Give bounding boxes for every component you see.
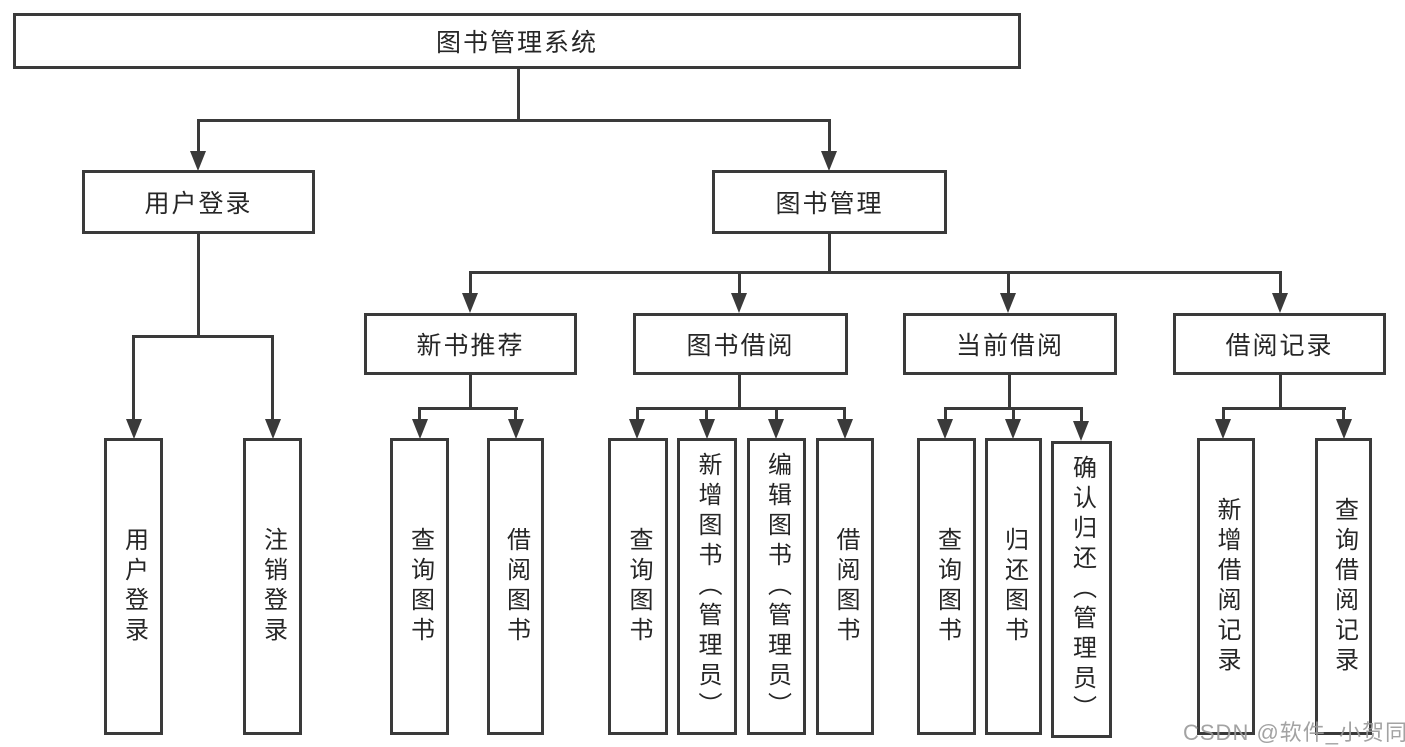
connector-login-stem bbox=[197, 233, 200, 336]
arrowhead-to-new-book-recommend bbox=[462, 293, 478, 313]
arrowhead-to-borrow-books-recommend bbox=[508, 419, 524, 439]
node-label-borrow-records: 借阅记录 bbox=[1225, 332, 1334, 360]
leaf-label-query-books-borrow: 查询图书 bbox=[625, 526, 652, 647]
leaf-label-borrow-books: 借阅图书 bbox=[832, 526, 859, 647]
leaf-query-books-borrow: 查询图书 bbox=[608, 438, 668, 735]
leaf-label-borrow-books-recommend: 借阅图书 bbox=[502, 526, 530, 647]
connector-recommend-stem bbox=[469, 375, 472, 408]
arrowhead-to-borrow-books bbox=[837, 419, 853, 439]
connector-current-drop-2 bbox=[1012, 407, 1015, 421]
leaf-confirm-return-admin: 确认归还（管理员） bbox=[1051, 441, 1112, 738]
arrowhead-to-confirm-return-admin bbox=[1073, 421, 1089, 441]
leaf-label-return-books: 归还图书 bbox=[1000, 526, 1028, 647]
arrowhead-to-add-books-admin bbox=[699, 419, 715, 439]
connector-borrow-drop-4 bbox=[843, 407, 846, 421]
node-book-management: 图书管理 bbox=[712, 170, 947, 234]
connector-records-drop-2 bbox=[1342, 407, 1345, 421]
arrowhead-to-add-borrow-record bbox=[1215, 419, 1231, 439]
node-borrow-records: 借阅记录 bbox=[1173, 313, 1386, 375]
arrowhead-to-borrow-records bbox=[1272, 293, 1288, 313]
connector-mgmt-drop-4 bbox=[1279, 271, 1282, 295]
arrowhead-to-return-books bbox=[1005, 419, 1021, 439]
arrowhead-to-leaf-user-login bbox=[126, 419, 142, 439]
connector-borrow-rail bbox=[636, 407, 846, 410]
leaf-query-books-recommend: 查询图书 bbox=[390, 438, 449, 735]
leaf-return-books: 归还图书 bbox=[985, 438, 1042, 735]
leaf-label-edit-books-admin: 编辑图书（管理员） bbox=[763, 451, 791, 722]
node-label-user-login: 用户登录 bbox=[144, 190, 253, 218]
node-label-new-book-recommend: 新书推荐 bbox=[416, 332, 525, 360]
arrowhead-to-query-books-current bbox=[937, 419, 953, 439]
connector-mgmt-rail bbox=[469, 271, 1282, 274]
leaf-add-books-admin: 新增图书（管理员） bbox=[677, 438, 737, 735]
node-user-login: 用户登录 bbox=[82, 170, 315, 234]
arrowhead-to-book-management bbox=[821, 151, 837, 171]
leaf-label-query-books-recommend: 查询图书 bbox=[406, 526, 434, 647]
leaf-edit-books-admin: 编辑图书（管理员） bbox=[747, 438, 806, 735]
arrowhead-to-query-borrow-record bbox=[1336, 419, 1352, 439]
connector-root-stem bbox=[517, 69, 520, 120]
connector-borrow-drop-3 bbox=[775, 407, 778, 421]
arrowhead-to-leaf-logout bbox=[265, 419, 281, 439]
leaf-label-confirm-return-admin: 确认归还（管理员） bbox=[1068, 454, 1096, 725]
node-new-book-recommend: 新书推荐 bbox=[364, 313, 577, 375]
connector-mgmt-drop-2 bbox=[738, 271, 741, 295]
connector-borrow-stem bbox=[738, 375, 741, 408]
connector-root-drop-left bbox=[197, 119, 200, 153]
connector-mgmt-drop-3 bbox=[1007, 271, 1010, 295]
arrowhead-to-query-books-borrow bbox=[629, 419, 645, 439]
connector-records-drop-1 bbox=[1222, 407, 1225, 421]
leaf-label-logout: 注销登录 bbox=[259, 526, 287, 647]
connector-borrow-drop-2 bbox=[705, 407, 708, 421]
arrowhead-to-query-books-recommend bbox=[412, 419, 428, 439]
arrowhead-to-user-login bbox=[190, 151, 206, 171]
leaf-logout: 注销登录 bbox=[243, 438, 302, 735]
leaf-label-query-borrow-record: 查询借阅记录 bbox=[1330, 496, 1358, 677]
connector-current-drop-1 bbox=[944, 407, 947, 421]
connector-current-drop-3 bbox=[1080, 407, 1083, 423]
arrowhead-to-current-borrow bbox=[1000, 293, 1016, 313]
connector-recommend-rail bbox=[418, 407, 518, 410]
node-label-current-borrow: 当前借阅 bbox=[955, 332, 1064, 360]
node-library-management-system: 图书管理系统 bbox=[13, 13, 1021, 69]
node-book-borrow: 图书借阅 bbox=[633, 313, 848, 375]
leaf-label-user-login: 用户登录 bbox=[120, 526, 148, 647]
arrowhead-to-edit-books-admin bbox=[768, 419, 784, 439]
leaf-borrow-books: 借阅图书 bbox=[816, 438, 874, 735]
connector-recommend-drop-1 bbox=[418, 407, 421, 421]
node-label-book-management: 图书管理 bbox=[775, 190, 884, 218]
connector-root-drop-right bbox=[828, 119, 831, 153]
leaf-user-login: 用户登录 bbox=[104, 438, 163, 735]
leaf-query-books-current: 查询图书 bbox=[917, 438, 976, 735]
connector-login-drop-1 bbox=[132, 335, 135, 421]
connector-borrow-drop-1 bbox=[636, 407, 639, 421]
leaf-label-query-books-current: 查询图书 bbox=[933, 526, 961, 647]
node-label-book-borrow: 图书借阅 bbox=[686, 332, 795, 360]
connector-records-stem bbox=[1279, 375, 1282, 408]
connector-mgmt-drop-1 bbox=[469, 271, 472, 295]
connector-login-drop-2 bbox=[271, 335, 274, 421]
connector-root-rail bbox=[197, 119, 831, 122]
connector-records-rail bbox=[1222, 407, 1346, 410]
connector-mgmt-stem bbox=[828, 232, 831, 273]
leaf-add-borrow-record: 新增借阅记录 bbox=[1197, 438, 1255, 735]
connector-login-rail bbox=[132, 335, 274, 338]
connector-current-stem bbox=[1008, 375, 1011, 408]
connector-recommend-drop-2 bbox=[514, 407, 517, 421]
leaf-label-add-books-admin: 新增图书（管理员） bbox=[694, 451, 721, 722]
leaf-borrow-books-recommend: 借阅图书 bbox=[487, 438, 544, 735]
leaf-query-borrow-record: 查询借阅记录 bbox=[1315, 438, 1372, 735]
node-current-borrow: 当前借阅 bbox=[903, 313, 1117, 375]
csdn-watermark: CSDN @软件_小贺同学 bbox=[1183, 720, 1405, 745]
arrowhead-to-book-borrow bbox=[731, 293, 747, 313]
leaf-label-add-borrow-record: 新增借阅记录 bbox=[1213, 496, 1240, 677]
node-label-root: 图书管理系统 bbox=[435, 29, 598, 57]
